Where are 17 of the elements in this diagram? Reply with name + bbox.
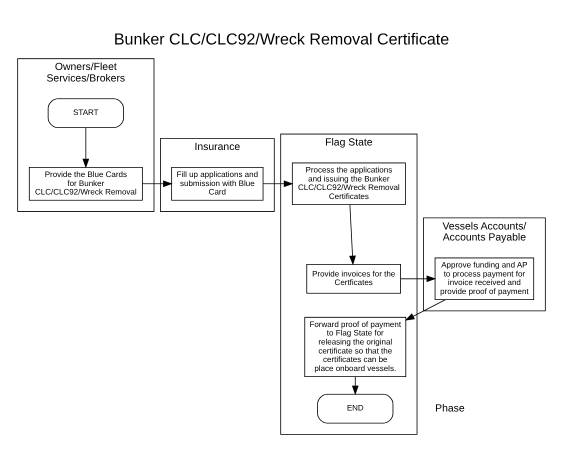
- node-box: Process the applications and issuing the Bunker CLC/CLC92/Wreck Removal Certificates: [292, 162, 406, 205]
- node-box: END: [317, 393, 394, 424]
- arrow: [82, 127, 90, 168]
- diagram-title: Bunker CLC/CLC92/Wreck Removal Certificate: [114, 30, 450, 48]
- arrow: [400, 274, 436, 282]
- arrow: [404, 298, 446, 320]
- arrow: [142, 180, 173, 187]
- node-box: Provide invoices for the Certficates: [306, 263, 401, 294]
- node-box: Approve funding and AP to process payment for invoice received and provide proof of payment: [434, 257, 534, 300]
- node-box: Fill up applications and submission with Blue Card: [171, 166, 264, 200]
- node-box: Forward proof of payment to Flag State for releasing the original certificate so that the certificates can be place onboard vessels.: [304, 316, 406, 377]
- label: Phase: [435, 402, 465, 414]
- node-box: Provide the Blue Cards for Bunker CLC/CLC92/Wreck Removal: [28, 166, 143, 200]
- node-box: START: [48, 98, 124, 128]
- arrow: [262, 180, 294, 187]
- arrow: [349, 204, 356, 265]
- arrow: [352, 376, 359, 395]
